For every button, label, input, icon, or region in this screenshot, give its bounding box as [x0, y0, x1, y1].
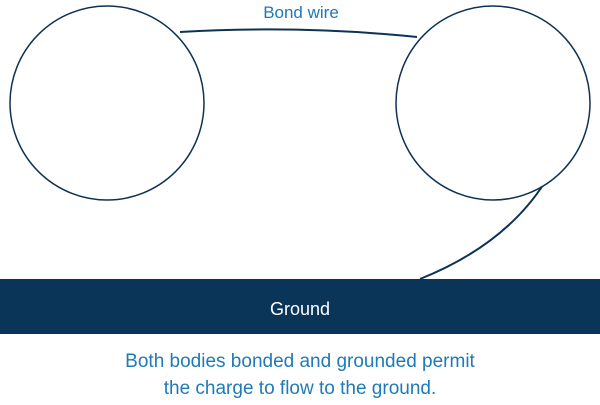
ground-bar: [0, 279, 600, 334]
caption-line-2: the charge to flow to the ground.: [163, 378, 437, 399]
bond-wire: [179, 28, 418, 38]
ground-label: Ground: [270, 299, 330, 319]
diagram-caption: Both bodies bonded and grounded permit t…: [0, 348, 600, 402]
right-body: [395, 5, 591, 201]
caption-line-1: Both bodies bonded and grounded permit: [125, 351, 475, 372]
left-body: [9, 5, 205, 201]
ground-wire: [419, 181, 546, 280]
bond-wire-label: Bond wire: [263, 3, 339, 22]
